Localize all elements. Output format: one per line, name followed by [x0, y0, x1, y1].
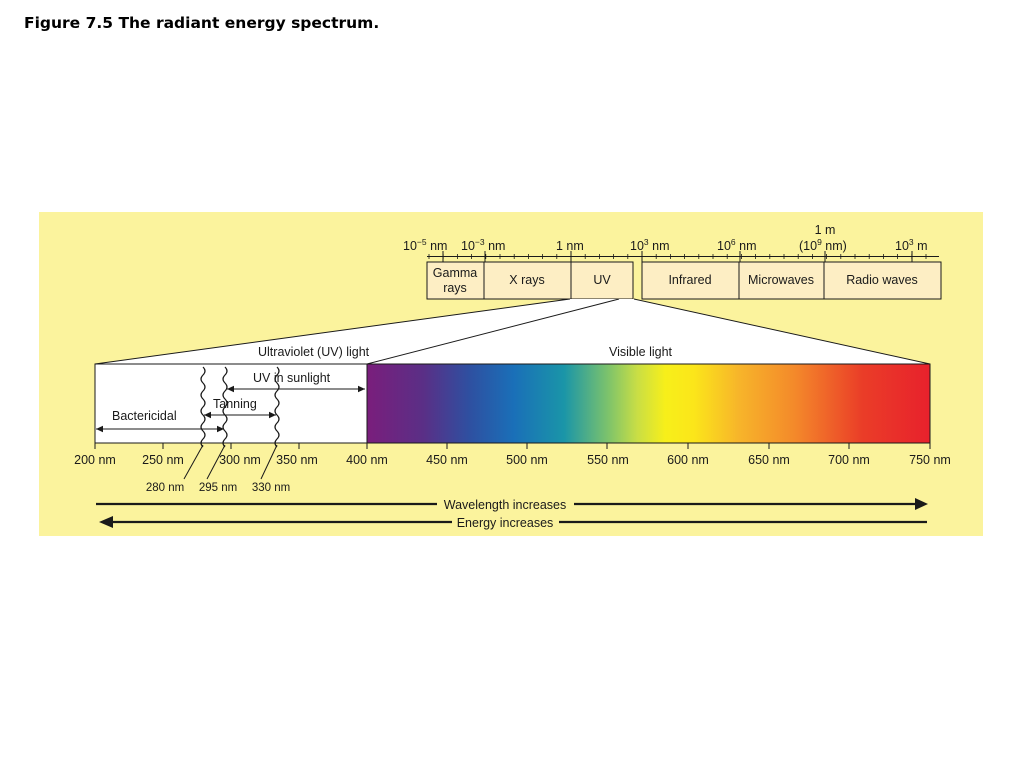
axis-tick-650nm: 650 nm	[748, 453, 790, 467]
threshold-lines	[200, 366, 280, 448]
scale-tick-1e9nm: (109 nm)	[799, 237, 847, 253]
visible-light-label: Visible light	[609, 345, 673, 359]
threshold-330nm: 330 nm	[252, 482, 290, 494]
scale-tick-1nm: 1 nm	[556, 239, 584, 253]
scale-tick-1e-5nm: 10−5 nm	[403, 237, 447, 253]
tanning-label: Tanning	[213, 397, 257, 411]
threshold-280nm: 280 nm	[146, 482, 184, 494]
energy-increases-arrow	[99, 516, 927, 528]
visible-spectrum-bar	[366, 363, 931, 444]
axis-tick-300nm: 300 nm	[219, 453, 261, 467]
axis-tick-600nm: 600 nm	[667, 453, 709, 467]
radiant-energy-spectrum-figure: 10−5 nm 10−3 nm 1 nm 103 nm 106 nm 1 m (…	[39, 212, 983, 536]
axis-tick-450nm: 450 nm	[426, 453, 468, 467]
threshold-295nm: 295 nm	[199, 482, 237, 494]
scale-tick-1e3m: 103 m	[895, 237, 928, 253]
wavelength-increases-arrow	[96, 498, 928, 510]
scale-tick-1e3nm: 103 nm	[630, 237, 669, 253]
threshold-leaders	[183, 444, 278, 480]
axis-tick-400nm: 400 nm	[346, 453, 388, 467]
scale-tick-1e6nm: 106 nm	[717, 237, 756, 253]
zoom-funnel	[94, 298, 931, 365]
axis-tick-700nm: 700 nm	[828, 453, 870, 467]
scale-tick-1m: 1 m	[815, 223, 836, 237]
axis-tick-500nm: 500 nm	[506, 453, 548, 467]
log-scale: 10−5 nm 10−3 nm 1 nm 103 nm 106 nm 1 m (…	[403, 223, 939, 262]
energy-increases-label: Energy increases	[457, 516, 554, 530]
wavelength-axis	[94, 443, 931, 449]
bactericidal-label: Bactericidal	[112, 409, 177, 423]
band-x-rays: X rays	[509, 273, 544, 287]
scale-tick-1e-3nm: 10−3 nm	[461, 237, 505, 253]
axis-tick-350nm: 350 nm	[276, 453, 318, 467]
uv-sunlight-label: UV in sunlight	[253, 371, 331, 385]
axis-tick-250nm: 250 nm	[142, 453, 184, 467]
axis-tick-750nm: 750 nm	[909, 453, 951, 467]
uv-light-label: Ultraviolet (UV) light	[258, 345, 370, 359]
axis-tick-550nm: 550 nm	[587, 453, 629, 467]
page-title: Figure 7.5 The radiant energy spectrum.	[24, 14, 380, 32]
band-uv: UV	[593, 273, 611, 287]
wavelength-increases-label: Wavelength increases	[444, 498, 567, 512]
band-infrared: Infrared	[668, 273, 711, 287]
band-radio-waves: Radio waves	[846, 273, 918, 287]
axis-tick-200nm: 200 nm	[74, 453, 116, 467]
band-microwaves: Microwaves	[748, 273, 814, 287]
